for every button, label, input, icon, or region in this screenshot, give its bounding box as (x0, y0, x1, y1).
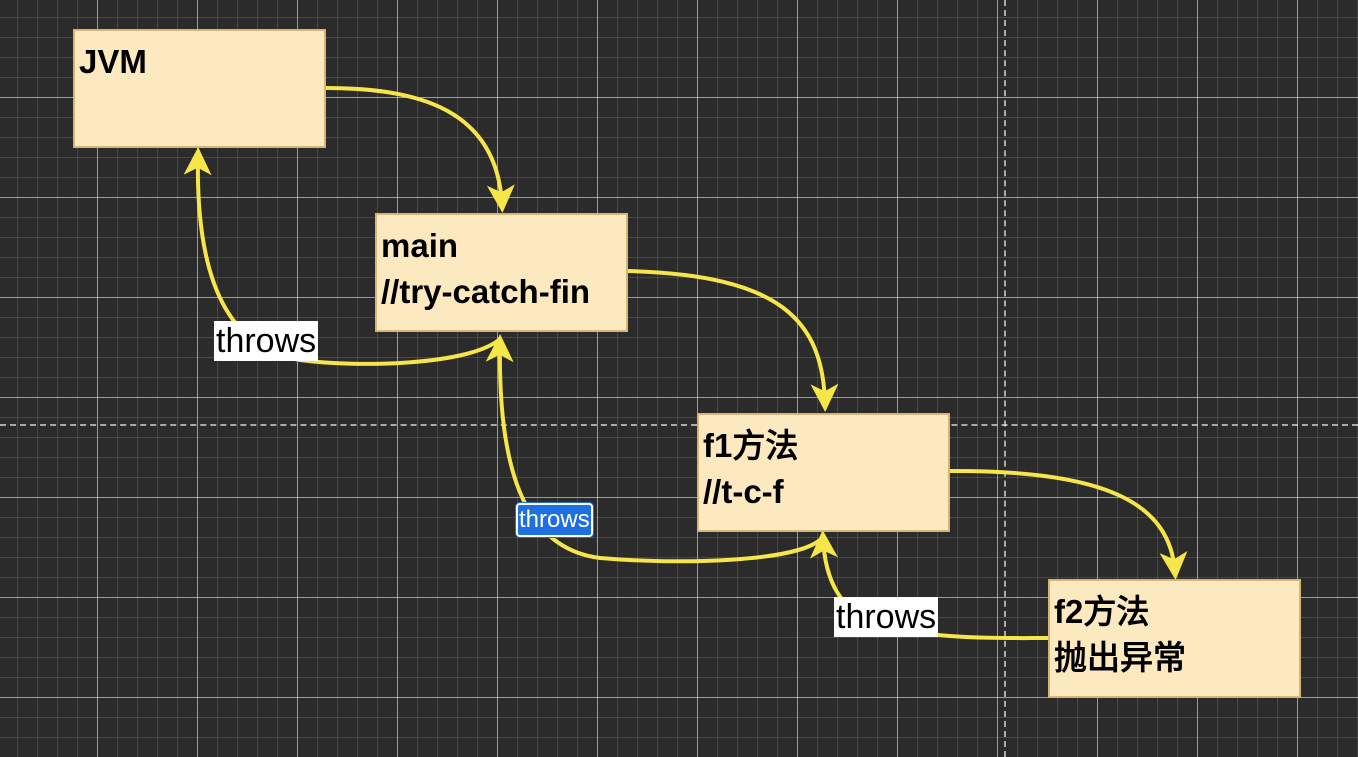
f2-node[interactable]: f2方法 抛出异常 (1048, 579, 1301, 698)
horizontal-guide-line (0, 424, 1358, 426)
main-node[interactable]: main //try-catch-fin (375, 213, 628, 332)
call-arrow-f1-to-f2[interactable] (948, 468, 1188, 580)
jvm-node-label: JVM (79, 43, 147, 80)
vertical-guide-line (1004, 0, 1006, 757)
main-node-title: main (381, 227, 459, 264)
jvm-node[interactable]: JVM (73, 29, 326, 148)
f1-node[interactable]: f1方法 //t-c-f (697, 413, 950, 532)
throws-arrow-f1-to-main[interactable] (485, 334, 824, 564)
f2-node-comment: 抛出异常 (1054, 639, 1186, 676)
main-node-comment: //try-catch-fin (381, 273, 591, 310)
throws-label-f1-to-main-selected[interactable]: throws (516, 503, 593, 537)
throws-label-f2-to-f1[interactable]: throws (834, 597, 939, 637)
call-arrow-main-to-f1[interactable] (626, 269, 839, 412)
f2-node-title: f2方法 (1054, 593, 1150, 630)
throws-label-main-to-jvm[interactable]: throws (214, 321, 319, 361)
f1-node-comment: //t-c-f (703, 473, 784, 510)
call-arrow-jvm-to-main[interactable] (324, 86, 515, 213)
f1-node-title: f1方法 (703, 427, 799, 464)
